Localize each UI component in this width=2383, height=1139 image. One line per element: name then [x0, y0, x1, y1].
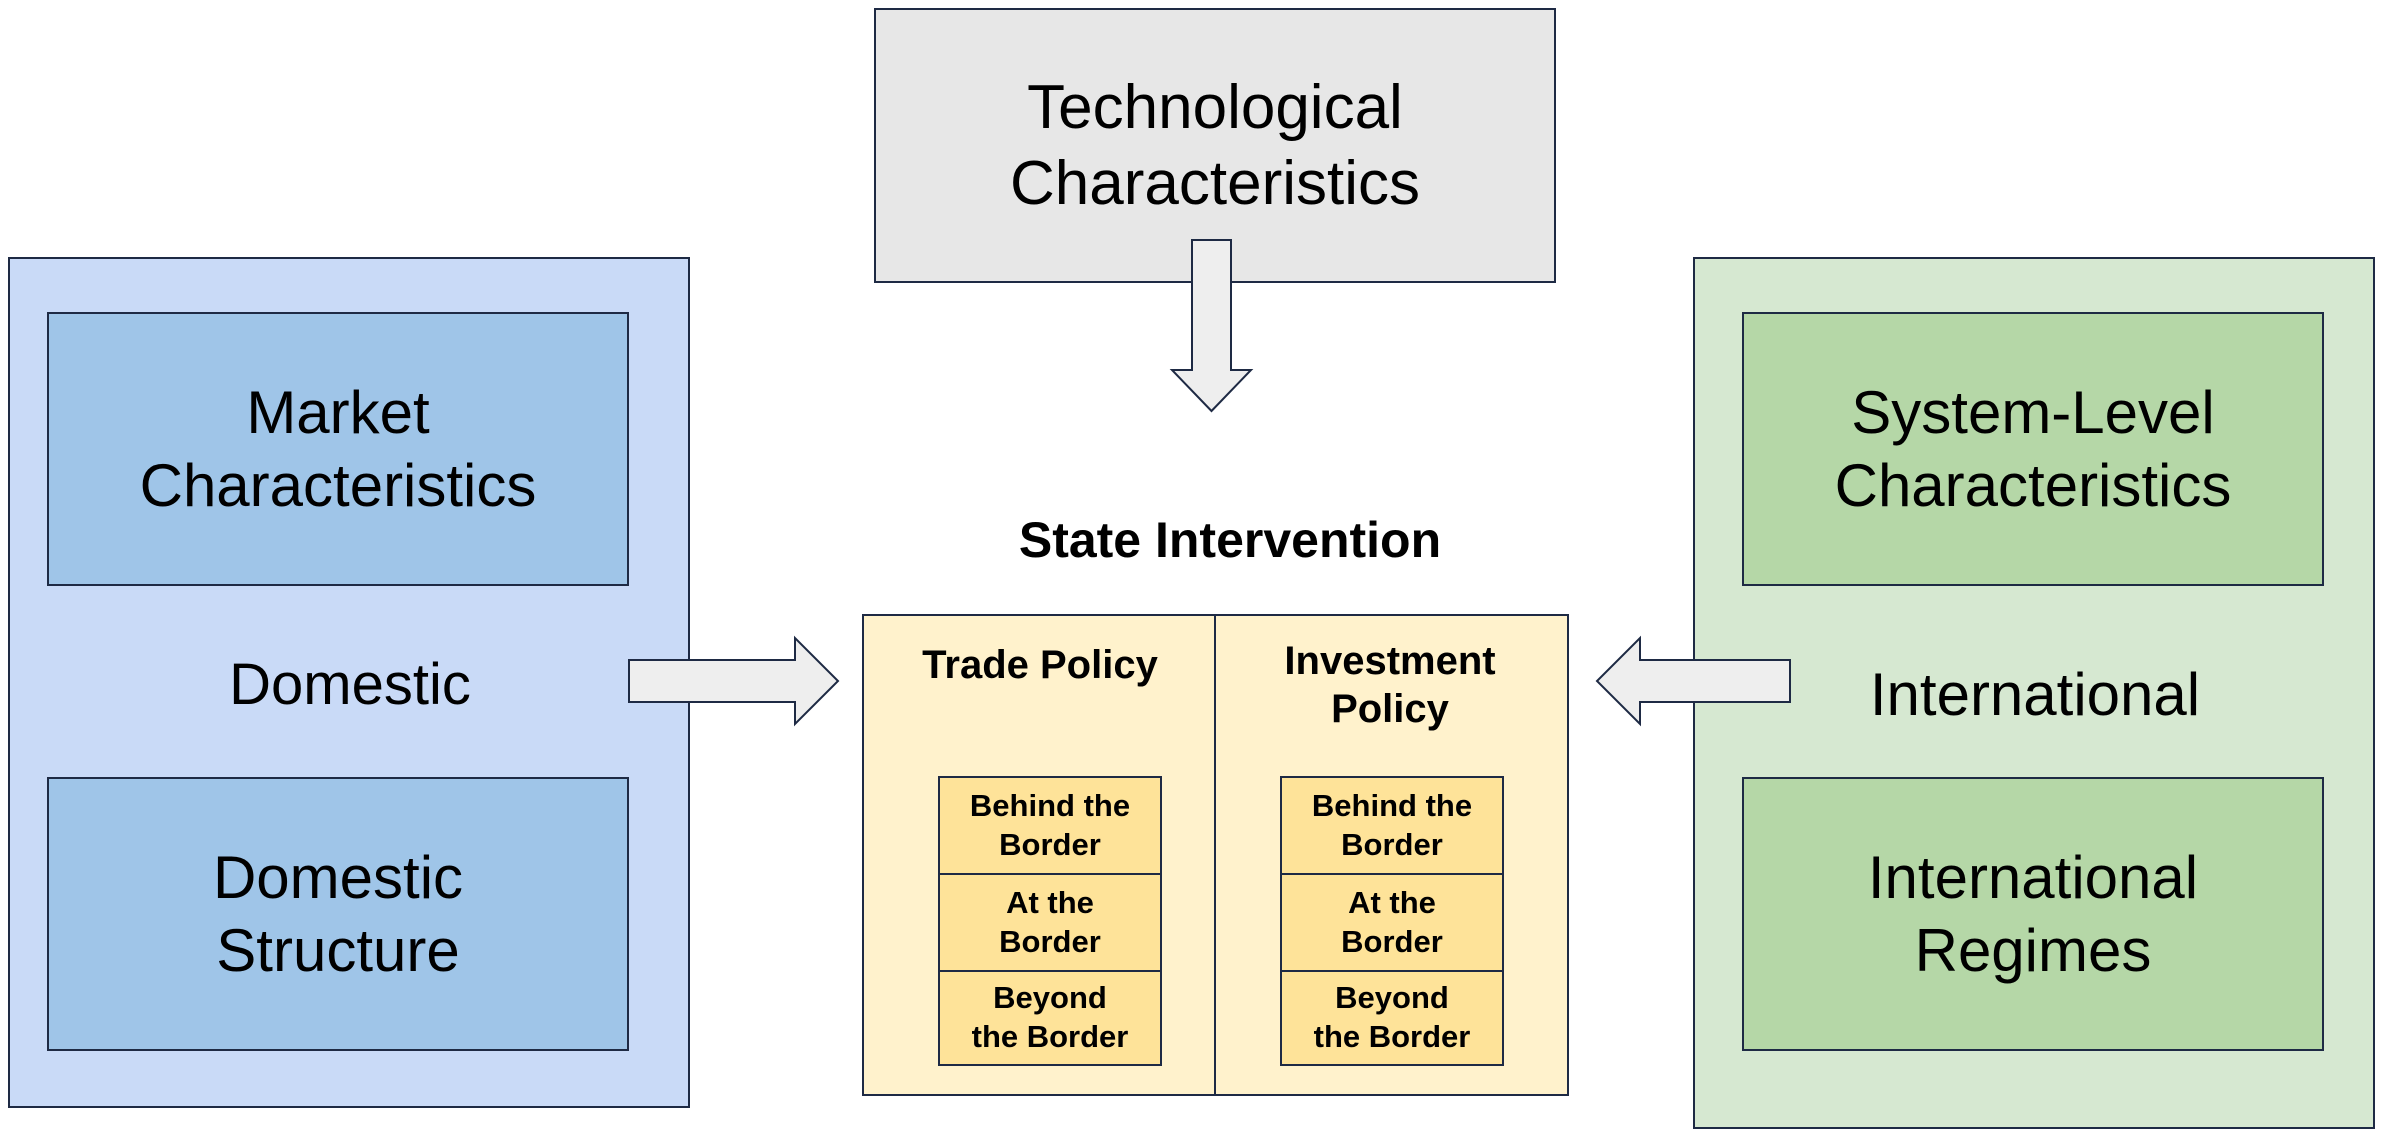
technological-characteristics-box: Technological Characteristics — [874, 8, 1556, 283]
domestic-structure-box: Domestic Structure — [47, 777, 629, 1051]
trade-beyond-the-border: Beyond the Border — [938, 970, 1162, 1066]
investment-behind-the-border: Behind the Border — [1280, 776, 1504, 875]
policy-divider — [1214, 614, 1216, 1096]
investment-policy-heading: Investment Policy — [1284, 639, 1496, 731]
investment-at-the-border: At the Border — [1280, 873, 1504, 972]
down-arrow — [1169, 239, 1254, 413]
trade-at-the-border: At the Border — [938, 873, 1162, 972]
domestic-label: Domestic — [229, 651, 471, 717]
system-level-characteristics-box: System-Level Characteristics — [1742, 312, 2324, 586]
state-intervention-title: State Intervention — [1018, 511, 1442, 568]
left-arrow — [1595, 635, 1791, 727]
international-label: International — [1869, 661, 2201, 729]
trade-behind-the-border: Behind the Border — [938, 776, 1162, 875]
trade-policy-heading: Trade Policy — [922, 643, 1158, 687]
international-regimes-box: International Regimes — [1742, 777, 2324, 1051]
right-arrow — [628, 635, 840, 727]
market-characteristics-box: Market Characteristics — [47, 312, 629, 586]
investment-beyond-the-border: Beyond the Border — [1280, 970, 1504, 1066]
